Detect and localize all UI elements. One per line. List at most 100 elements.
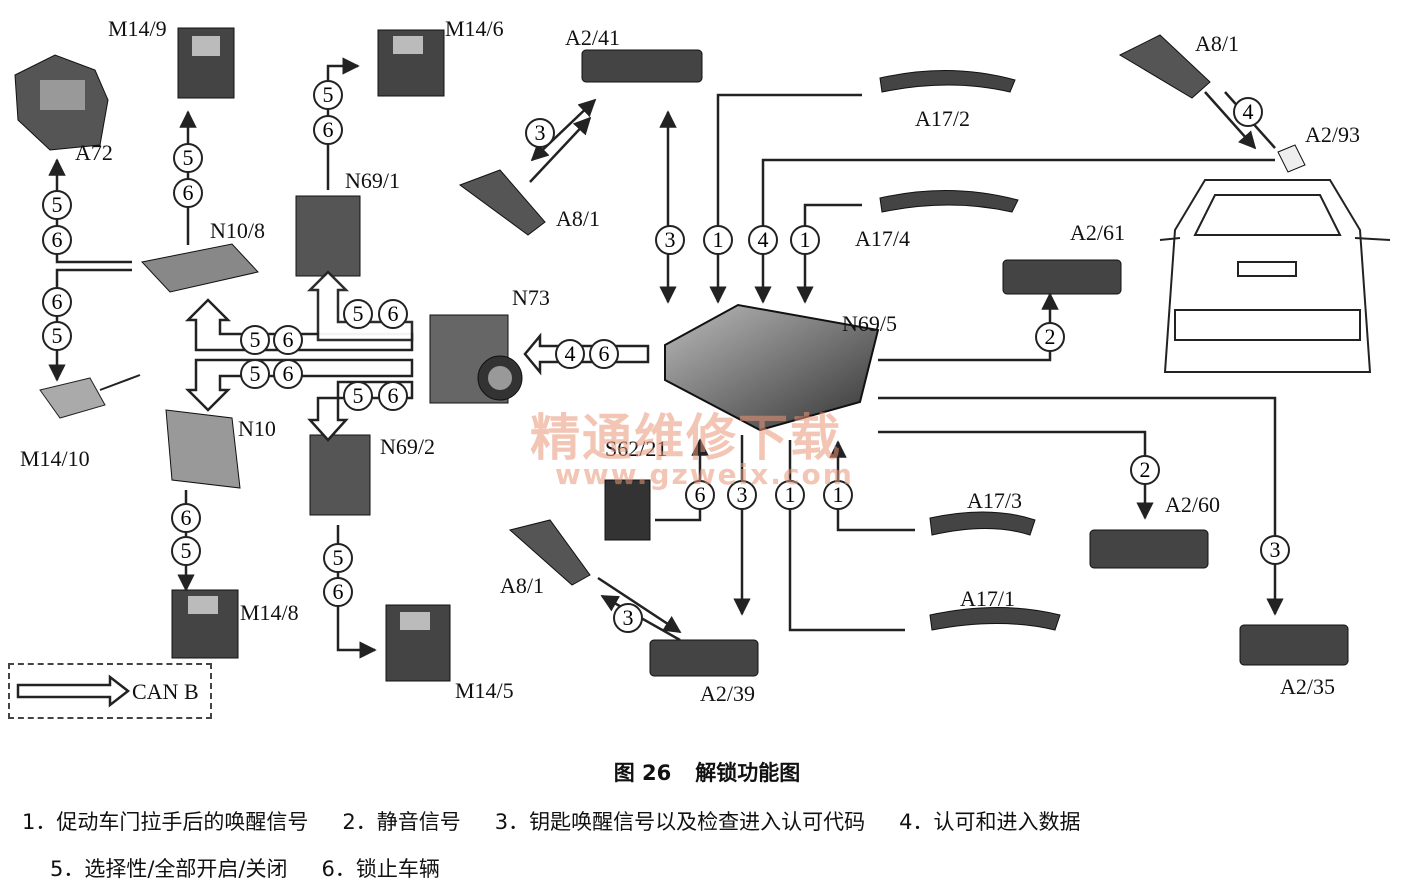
signal-number-5: 5: [343, 381, 373, 411]
component-a2-61: [1002, 259, 1122, 295]
svg-text:6: 6: [388, 383, 399, 408]
component-a2-60: [1089, 529, 1209, 569]
svg-text:2: 2: [1140, 457, 1151, 482]
signal-number-1: 1: [823, 480, 853, 510]
svg-text:6: 6: [183, 180, 194, 205]
svg-text:5: 5: [52, 192, 63, 217]
signal-number-3: 3: [727, 480, 757, 510]
signal-number-3: 3: [1260, 535, 1290, 565]
component-m14-5: [385, 604, 451, 682]
svg-text:1: 1: [785, 482, 796, 507]
component-n69-5: [664, 303, 880, 432]
watermark-cn: 精通维修下载: [530, 409, 842, 467]
signal-number-1: 1: [703, 225, 733, 255]
component-a17-1: [929, 607, 1061, 631]
label-n10-8: N10/8: [210, 218, 265, 243]
component-s62-21: [604, 479, 651, 541]
can-b-legend-box: CAN B: [8, 663, 212, 719]
label-a2-93: A2/93: [1305, 122, 1360, 147]
component-a8-1-mid: [458, 169, 546, 236]
svg-text:1: 1: [713, 227, 724, 252]
label-n69-1: N69/1: [345, 168, 400, 193]
svg-text:3: 3: [1270, 537, 1281, 562]
signal-number-1: 1: [790, 225, 820, 255]
vehicle-rear-view: [1159, 179, 1391, 373]
signal-number-6: 6: [378, 381, 408, 411]
label-a2-35: A2/35: [1280, 674, 1335, 699]
label-m14-6: M14/6: [445, 16, 504, 41]
legend-item-2: 2．静音信号: [342, 810, 461, 834]
svg-text:5: 5: [181, 538, 192, 563]
figure-title: 解锁功能图: [695, 761, 801, 785]
component-n73: [429, 314, 523, 404]
signal-number-5: 5: [343, 299, 373, 329]
signal-number-5: 5: [313, 80, 343, 110]
component-n10: [165, 409, 241, 489]
label-n10: N10: [238, 416, 276, 441]
signal-number-2: 2: [1035, 322, 1065, 352]
signal-number-3: 3: [613, 603, 643, 633]
svg-text:6: 6: [323, 117, 334, 142]
figure-caption: 图 26 解锁功能图: [0, 757, 1414, 787]
svg-text:5: 5: [353, 301, 364, 326]
signal-number-1: 1: [775, 480, 805, 510]
watermark-url: www.gzweix.com: [555, 458, 854, 491]
component-m14-8: [171, 589, 239, 659]
signal-number-5: 5: [323, 543, 353, 573]
component-a2-39: [649, 639, 759, 677]
svg-text:4: 4: [565, 341, 576, 366]
component-m14-10: [39, 374, 141, 419]
label-a17-1: A17/1: [960, 586, 1015, 611]
signal-number-4: 4: [1233, 97, 1263, 127]
svg-text:5: 5: [323, 82, 334, 107]
svg-text:5: 5: [250, 327, 261, 352]
signal-number-3: 3: [525, 118, 555, 148]
component-a72: [14, 54, 109, 151]
legend-item-5: 5．选择性/全部开启/关闭: [50, 857, 288, 881]
component-a2-35: [1239, 624, 1349, 666]
signal-number-6: 6: [273, 325, 303, 355]
signal-number-5: 5: [171, 536, 201, 566]
signal-number-6: 6: [42, 225, 72, 255]
signal-number-6: 6: [323, 577, 353, 607]
svg-text:5: 5: [52, 323, 63, 348]
label-a2-61: A2/61: [1070, 220, 1125, 245]
svg-text:4: 4: [758, 227, 769, 252]
label-s62-21: S62/21: [605, 436, 668, 461]
signal-number-6: 6: [273, 359, 303, 389]
svg-text:6: 6: [181, 505, 192, 530]
svg-text:6: 6: [52, 289, 63, 314]
component-a17-3: [929, 511, 1036, 536]
legend-item-4: 4．认可和进入数据: [899, 810, 1081, 834]
svg-text:1: 1: [800, 227, 811, 252]
label-a8-1-top: A8/1: [1195, 31, 1239, 56]
can-b-label: CAN B: [132, 679, 199, 704]
svg-text:6: 6: [333, 579, 344, 604]
label-a17-3: A17/3: [967, 488, 1022, 513]
svg-text:6: 6: [283, 361, 294, 386]
signal-number-2: 2: [1130, 455, 1160, 485]
svg-text:2: 2: [1045, 324, 1056, 349]
svg-text:3: 3: [737, 482, 748, 507]
label-n73: N73: [512, 285, 550, 310]
component-a2-41: [581, 49, 703, 83]
component-n69-1: [295, 195, 361, 277]
svg-text:6: 6: [283, 327, 294, 352]
component-n10-8: [141, 243, 259, 293]
svg-text:3: 3: [535, 120, 546, 145]
figure-number: 图 26: [613, 761, 672, 785]
component-a17-4: [879, 190, 1019, 213]
label-m14-8: M14/8: [240, 600, 299, 625]
label-a72: A72: [75, 140, 113, 165]
legend-item-3: 3．钥匙唤醒信号以及检查进入认可代码: [494, 810, 866, 834]
label-n69-2: N69/2: [380, 434, 435, 459]
svg-text:5: 5: [353, 383, 364, 408]
signal-number-4: 4: [748, 225, 778, 255]
svg-text:6: 6: [52, 227, 63, 252]
label-a17-4: A17/4: [855, 226, 910, 251]
label-a8-1-mid: A8/1: [556, 206, 600, 231]
label-m14-10: M14/10: [20, 446, 90, 471]
signal-number-6: 6: [171, 503, 201, 533]
signal-number-5: 5: [42, 321, 72, 351]
